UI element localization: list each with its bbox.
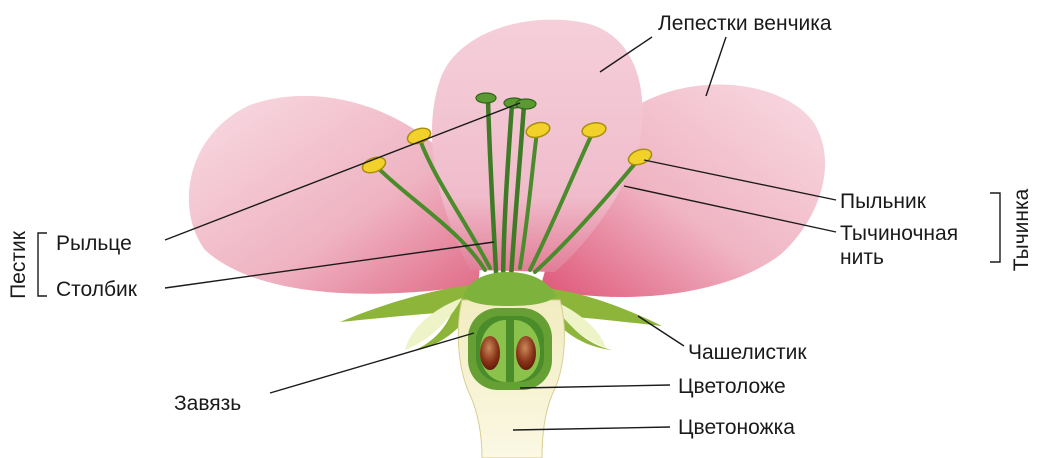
label-anther: Пыльник bbox=[840, 190, 927, 213]
label-stigma: Рыльце bbox=[56, 232, 132, 255]
label-stamen-group: Тычинка bbox=[1010, 188, 1033, 271]
label-pedicel: Цветоножка bbox=[678, 416, 795, 439]
leader-ovary bbox=[270, 333, 474, 393]
label-sepal: Чашелистик bbox=[688, 341, 807, 364]
label-pistil-group: Пестик bbox=[7, 230, 30, 299]
pistil-bracket bbox=[38, 233, 47, 296]
label-filament-line2: нить bbox=[840, 246, 884, 269]
ovary bbox=[468, 308, 552, 390]
label-ovary: Завязь bbox=[174, 392, 241, 415]
stamen-bracket bbox=[990, 193, 1000, 262]
ovule-right bbox=[516, 336, 536, 370]
label-petals: Лепестки венчика bbox=[658, 12, 832, 35]
label-style: Столбик bbox=[56, 278, 138, 301]
leader-sepal bbox=[638, 316, 684, 346]
stigma-1 bbox=[476, 93, 496, 103]
ovule-left bbox=[480, 336, 500, 370]
label-filament-line1: Тычиночная bbox=[840, 222, 958, 245]
label-receptacle: Цветоложе bbox=[678, 375, 786, 398]
